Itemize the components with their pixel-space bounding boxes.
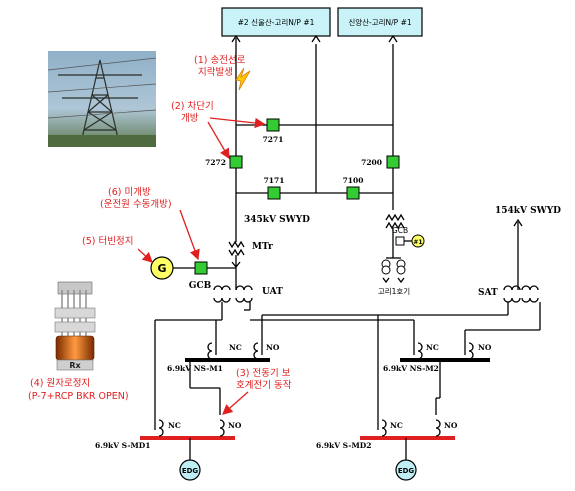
bus-s-md1-label: 6.9kV S-MD1	[95, 441, 151, 450]
gcb-breaker[interactable]	[194, 261, 208, 275]
main-transformer	[228, 235, 245, 280]
breaker-7100[interactable]	[346, 186, 360, 200]
kori1-branch: GCB #1 고리1호기	[378, 213, 425, 296]
mtr-label: MTr	[252, 242, 273, 252]
line-box-1-label: #2 신울산-고리N/P #1	[238, 17, 315, 27]
swyd-345-wiring	[231, 34, 398, 235]
ns-m2-nc-label: NC	[426, 343, 439, 352]
breaker-s-md2-no[interactable]	[435, 419, 441, 437]
bus-ns-m2-label: 6.9kV NS-M2	[383, 364, 439, 373]
annotation-1-line1: (1) 송전선로	[194, 55, 246, 66]
line-box-1: #2 신울산-고리N/P #1	[221, 7, 331, 37]
reactor-image: Rx	[54, 281, 96, 371]
kori1-gcb-box	[395, 236, 405, 246]
gcb-label: GCB	[189, 281, 212, 291]
s-md2-nc-label: NC	[390, 421, 403, 430]
breaker-ns-m1-no[interactable]	[253, 342, 259, 360]
ns-m1-no-label: NO	[266, 343, 280, 352]
transmission-tower-photo	[47, 51, 157, 148]
line-box-2: 신양산-고리N/P #1	[337, 7, 423, 37]
breaker-7171[interactable]	[267, 186, 281, 200]
fault-lightning-icon	[235, 67, 251, 91]
breaker-s-md2-nc[interactable]	[381, 419, 387, 437]
breaker-7171-label: 7171	[264, 176, 285, 185]
breaker-7272-label: 7272	[205, 158, 226, 167]
breaker-7271[interactable]	[266, 118, 280, 132]
annotation-5: (5) 터빈정지	[82, 236, 133, 247]
breaker-7200-label: 7200	[361, 158, 382, 167]
breaker-7271-label: 7271	[263, 135, 284, 144]
annotation-1-line2: 지락발생	[198, 66, 233, 78]
breaker-s-md1-no[interactable]	[219, 419, 225, 437]
annotation-2-line1: (2) 차단기	[171, 100, 214, 112]
bus-s-md2-label: 6.9kV S-MD2	[316, 441, 372, 450]
annotation-6-line1: (6) 미개방	[108, 187, 151, 198]
annotation-6-line2: (운전원 수동개방)	[100, 199, 172, 210]
kori1-gcb-label: GCB	[392, 226, 408, 235]
swyd-154-label: 154kV SWYD	[495, 206, 561, 216]
bus-ns-m1-label: 6.9kV NS-M1	[167, 364, 223, 373]
breaker-ns-m2-nc[interactable]	[417, 342, 423, 360]
breaker-ns-m2-no[interactable]	[468, 342, 474, 360]
distribution-wiring	[154, 302, 541, 430]
annotation-3-line2: 호계전기 동작	[236, 379, 292, 391]
ns-m1-nc-label: NC	[229, 343, 242, 352]
sat-transformer	[503, 285, 539, 303]
reactor-label: Rx	[69, 361, 81, 370]
breaker-s-md1-nc[interactable]	[158, 419, 164, 437]
s-md1-no-label: NO	[228, 421, 242, 430]
breaker-ns-m1-nc[interactable]	[207, 342, 213, 360]
generator-icon	[150, 256, 174, 280]
s-md1-nc-label: NC	[168, 421, 181, 430]
kori1-label: 고리1호기	[378, 287, 410, 296]
breaker-7200[interactable]	[386, 155, 400, 169]
s-md2-no-label: NO	[444, 421, 458, 430]
uat-label: UAT	[262, 287, 283, 297]
edg-1-icon	[179, 459, 201, 481]
swyd-345-label: 345kV SWYD	[244, 215, 310, 225]
sat-label: SAT	[478, 288, 498, 298]
kori1-generator-label: #1	[413, 239, 422, 246]
edg-1-label: EDG	[182, 467, 199, 475]
annotation-4-line2: (P-7+RCP BKR OPEN)	[28, 391, 129, 402]
uat-transformer	[213, 280, 253, 320]
ns-m2-no-label: NO	[478, 343, 492, 352]
edg-2-label: EDG	[398, 467, 415, 475]
annotation-4-line1: (4) 원자로정지	[30, 378, 90, 389]
breaker-7272[interactable]	[229, 155, 243, 169]
kori1-transformer-icon	[385, 213, 405, 222]
line-box-2-label: 신양산-고리N/P #1	[348, 17, 412, 27]
annotation-3-line1: (3) 전동기 보	[236, 368, 291, 379]
breaker-7100-label: 7100	[343, 176, 364, 185]
annotation-2-line2: 개방	[181, 113, 199, 124]
edg-2-icon	[395, 459, 417, 481]
generator-label: G	[157, 262, 166, 275]
kori1-generator-icon	[411, 234, 425, 248]
